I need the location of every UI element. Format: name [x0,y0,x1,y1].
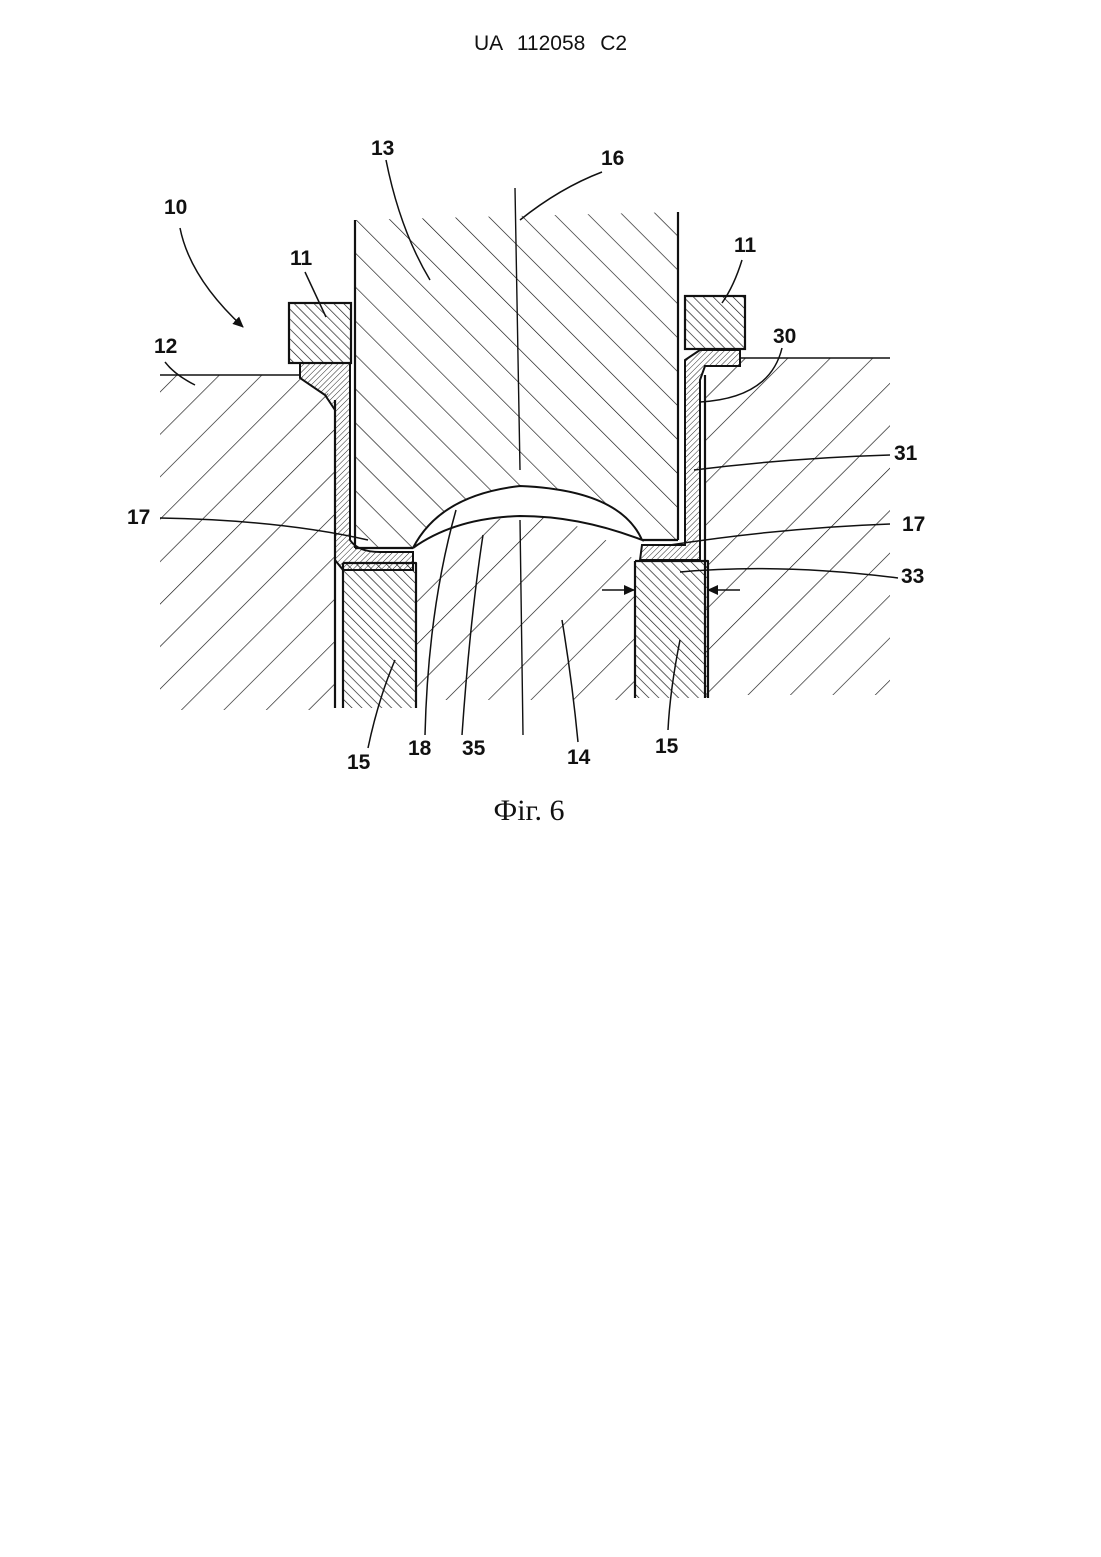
label-11-right: 11 [734,234,757,257]
label-13: 13 [371,137,394,160]
label-17-left: 17 [127,506,150,529]
label-14: 14 [567,746,591,769]
label-17-right: 17 [902,513,925,536]
label-15-right: 15 [655,735,679,758]
label-35: 35 [462,737,486,760]
label-18: 18 [408,737,432,760]
label-16: 16 [601,147,624,170]
label-31: 31 [894,442,918,465]
die-body-right [700,358,890,695]
label-33: 33 [901,565,924,588]
hold-down-11-right [685,296,745,349]
figure-caption: Фіг. 6 [494,794,565,827]
label-30: 30 [773,325,796,348]
ring-15-left [343,563,416,708]
hold-down-11-left [289,303,351,363]
label-15-left: 15 [347,751,371,774]
label-12: 12 [154,335,177,358]
leader-16 [520,172,602,220]
label-11-left: 11 [290,247,313,270]
label-10: 10 [164,196,187,219]
die-body-left [160,375,335,710]
arrow-10 [180,228,243,327]
ring-15-right [635,561,708,698]
